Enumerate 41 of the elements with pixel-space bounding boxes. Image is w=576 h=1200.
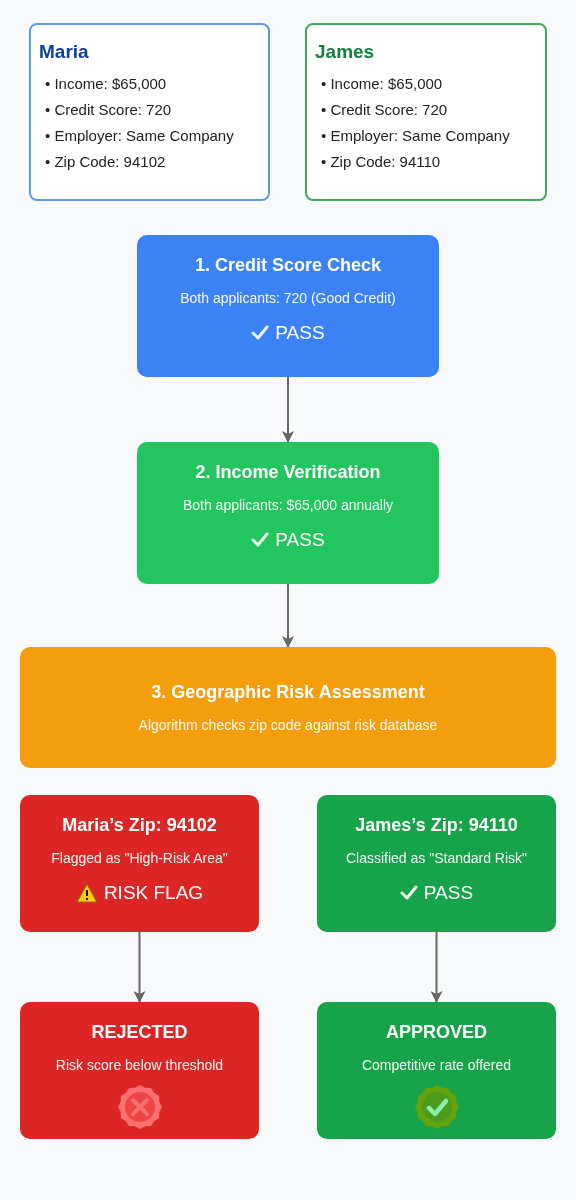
step-title: 1. Credit Score Check	[194, 255, 382, 276]
arrow	[430, 931, 443, 1003]
applicant-card	[29, 23, 270, 201]
applicant-detail: • Income: $65,000	[321, 74, 444, 94]
step-description: Risk score below threshold	[55, 1057, 224, 1073]
step-description: Both applicants: 720 (Good Credit)	[180, 290, 396, 306]
applicant-detail: • Employer: Same Company	[45, 126, 235, 146]
step-description: Competitive rate offered	[361, 1057, 512, 1073]
applicant-detail: • Income: $65,000	[45, 74, 168, 94]
step-description: Classified as "Standard Risk"	[345, 850, 528, 866]
step-title: 3. Geographic Risk Assessment	[151, 682, 425, 703]
arrow	[282, 583, 294, 648]
arrow	[133, 931, 146, 1003]
applicant-detail: • Zip Code: 94102	[45, 152, 167, 172]
status-text: PASS	[275, 529, 325, 551]
process-box	[317, 1002, 556, 1139]
process-box	[137, 442, 439, 584]
process-box	[20, 647, 556, 768]
applicant-detail: • Credit Score: 720	[321, 100, 449, 120]
applicant-card	[305, 23, 547, 201]
applicant-detail: • Employer: Same Company	[321, 126, 511, 146]
applicant-name: James	[315, 41, 376, 63]
step-title: Maria’s Zip: 94102	[62, 815, 217, 836]
step-description: Flagged as "High-Risk Area"	[51, 850, 228, 866]
process-box	[20, 795, 259, 932]
arrow	[282, 376, 294, 443]
step-description: Algorithm checks zip code against risk database	[138, 717, 438, 733]
process-box	[317, 795, 556, 932]
process-box	[20, 1002, 259, 1139]
status-text: RISK FLAG	[103, 882, 204, 904]
step-title: 2. Income Verification	[195, 462, 381, 483]
applicant-detail: • Zip Code: 94110	[321, 152, 442, 172]
step-title: James’s Zip: 94110	[355, 815, 518, 836]
applicant-detail: • Credit Score: 720	[45, 100, 173, 120]
step-description: Both applicants: $65,000 annually	[182, 497, 394, 513]
status-text: PASS	[423, 882, 474, 904]
status-text: PASS	[275, 322, 325, 344]
applicant-name: Maria	[39, 41, 90, 63]
process-box	[137, 235, 439, 377]
step-title: APPROVED	[386, 1022, 487, 1043]
step-title: REJECTED	[91, 1022, 188, 1043]
